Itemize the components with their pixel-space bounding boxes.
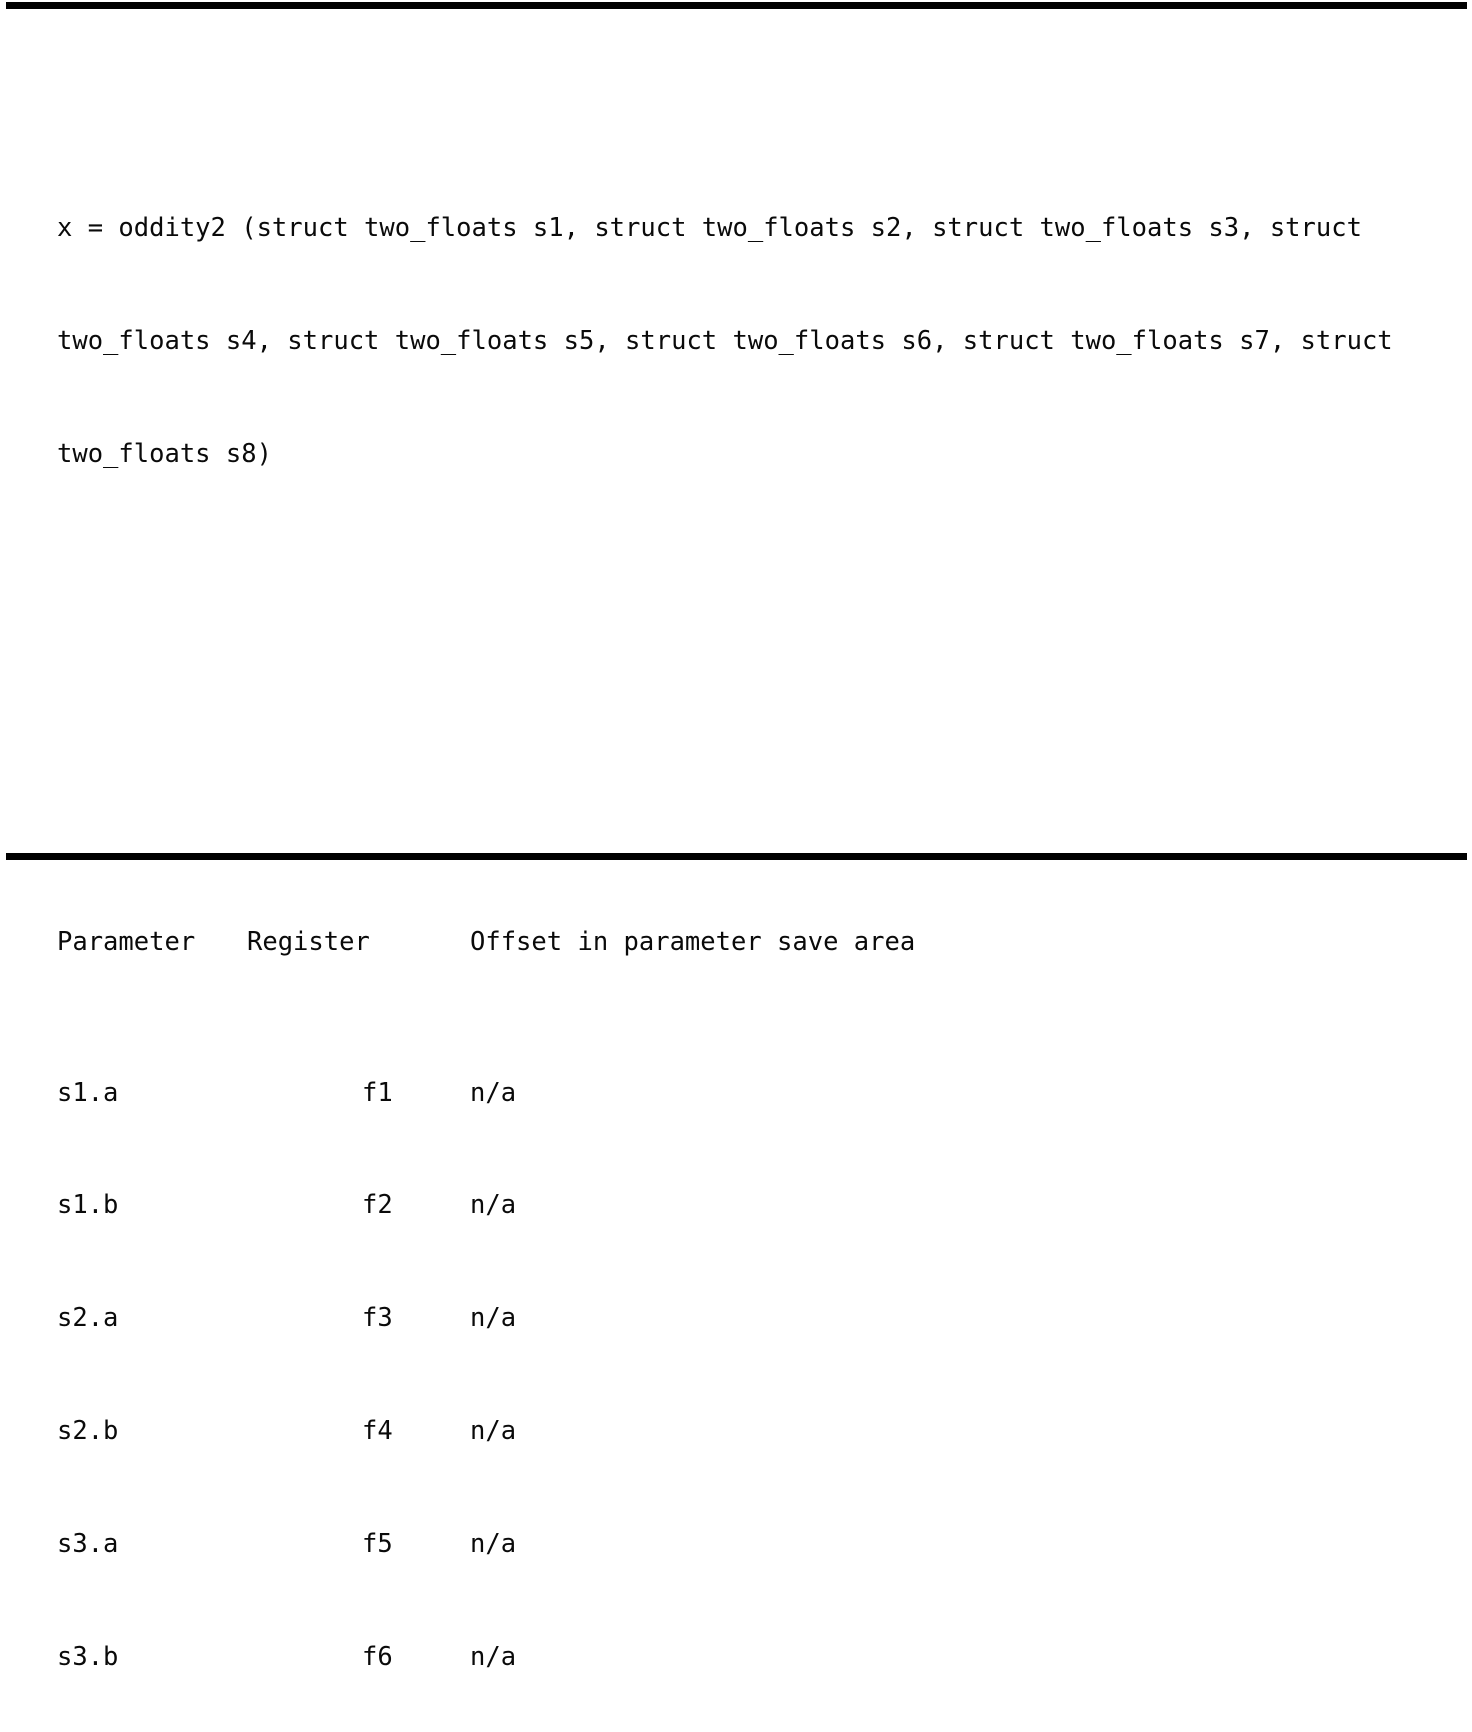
register-cell: f4 xyxy=(362,1415,393,1446)
offset-cell: n/a xyxy=(470,1077,517,1108)
table-row: s1.b f2 n/a xyxy=(57,1187,1452,1225)
top-rule xyxy=(6,2,1467,9)
parameter-cell: s3.a xyxy=(57,1528,119,1559)
parameter-cell: s3.b xyxy=(57,1641,119,1672)
table-row: s3.a f5 n/a xyxy=(57,1526,1452,1564)
table-row: s2.a f3 n/a xyxy=(57,1300,1452,1338)
parameter-cell: s2.b xyxy=(57,1415,119,1446)
function-signature: x = oddity2 (struct two_floats s1, struc… xyxy=(57,135,1452,549)
figure-content: x = oddity2 (struct two_floats s1, struc… xyxy=(57,22,1452,1732)
bottom-rule xyxy=(6,853,1467,860)
offset-cell: n/a xyxy=(470,1528,517,1559)
parameter-cell: s1.b xyxy=(57,1190,119,1221)
offset-cell: n/a xyxy=(470,1303,517,1334)
offset-cell: n/a xyxy=(470,1641,517,1672)
blank-line xyxy=(57,661,1452,699)
parameter-cell: s1.a xyxy=(57,1077,119,1108)
header-register: Register xyxy=(247,927,370,958)
table-row: s3.b f6 n/a xyxy=(57,1639,1452,1677)
table-row: s2.b f4 n/a xyxy=(57,1413,1452,1451)
table-header-row: Parameter Register Offset in parameter s… xyxy=(57,924,1452,962)
parameter-cell: s2.a xyxy=(57,1303,119,1334)
register-cell: f5 xyxy=(362,1528,393,1559)
header-parameter: Parameter xyxy=(57,927,196,958)
offset-cell: n/a xyxy=(470,1190,517,1221)
header-offset: Offset in parameter save area xyxy=(470,927,916,958)
parameter-table: Parameter Register Offset in parameter s… xyxy=(57,811,1452,1732)
register-cell: f1 xyxy=(362,1077,393,1108)
offset-cell: n/a xyxy=(470,1415,517,1446)
signature-line-2: two_floats s4, struct two_floats s5, str… xyxy=(57,325,1393,356)
signature-line-1: x = oddity2 (struct two_floats s1, struc… xyxy=(57,212,1362,243)
table-row: s1.a f1 n/a xyxy=(57,1075,1452,1113)
register-cell: f6 xyxy=(362,1641,393,1672)
signature-line-3: two_floats s8) xyxy=(57,438,272,469)
register-cell: f2 xyxy=(362,1190,393,1221)
register-cell: f3 xyxy=(362,1303,393,1334)
